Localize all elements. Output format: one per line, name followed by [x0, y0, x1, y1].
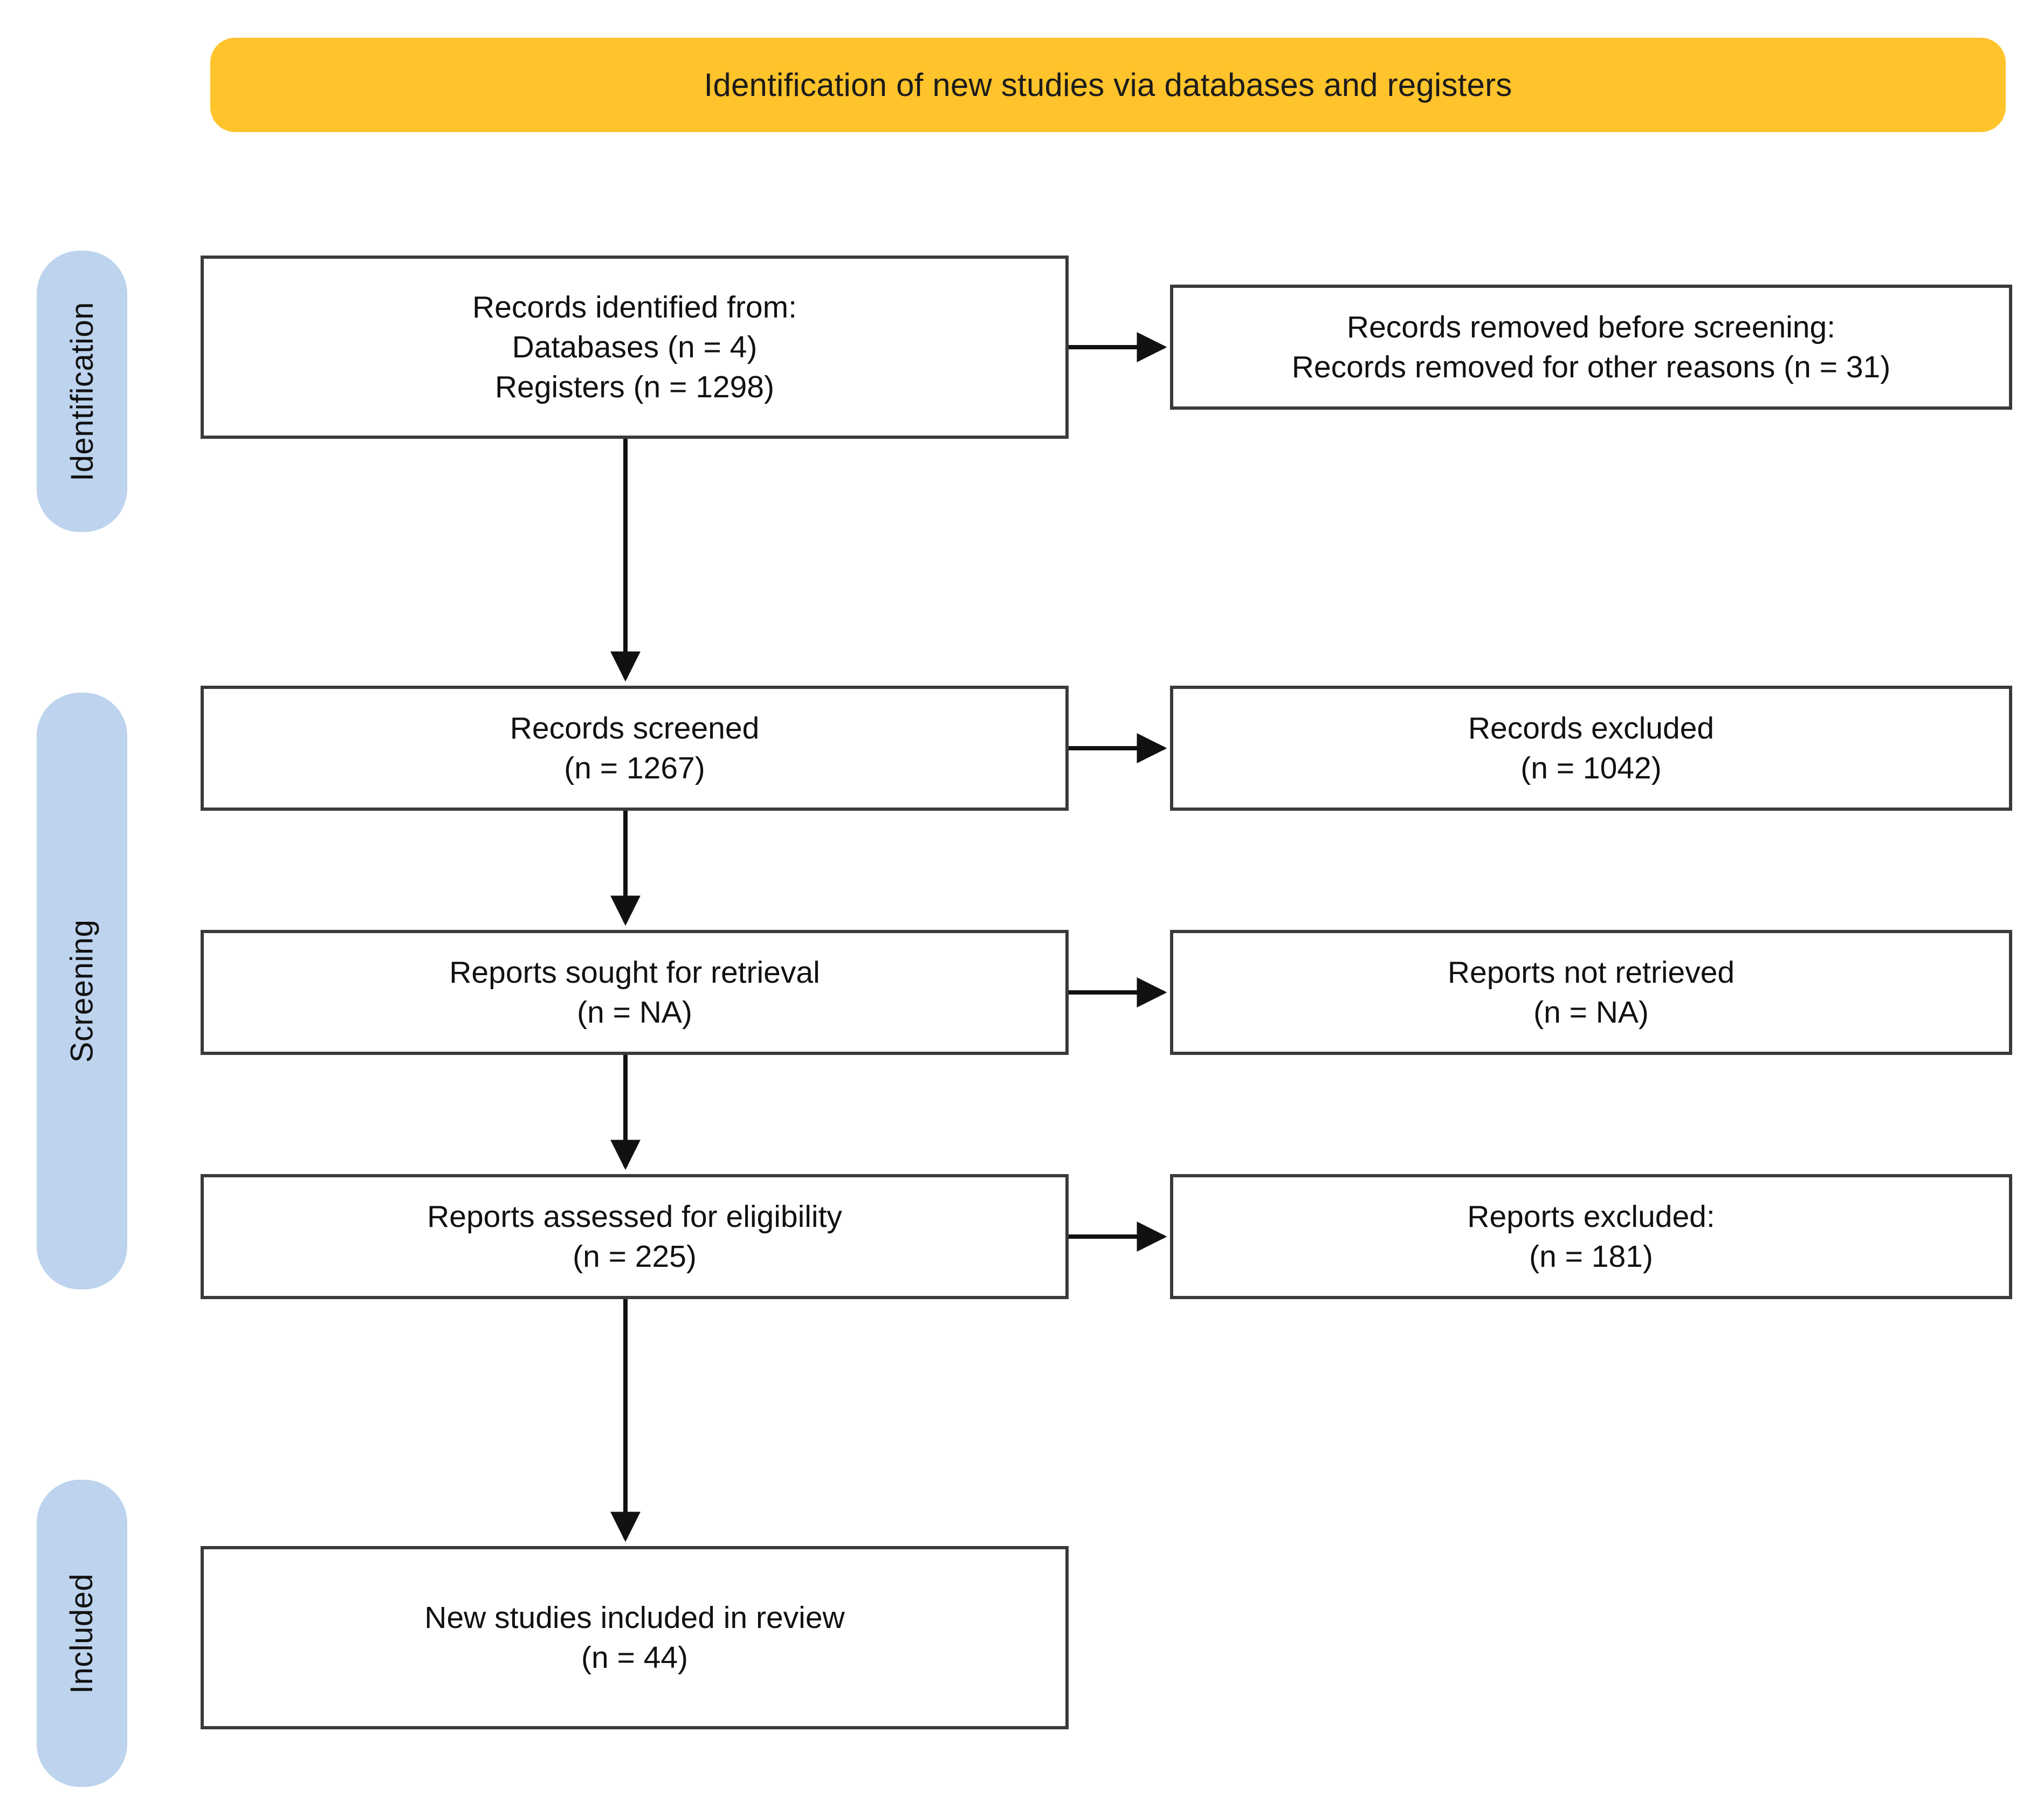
box-reports-assessed-line2: (n = 225) — [573, 1239, 697, 1274]
box-reports-not-retrieved-line2: (n = NA) — [1533, 995, 1649, 1030]
stage-label-included: Included — [37, 1480, 127, 1787]
box-records-identified-line2: Databases (n = 4) — [512, 329, 758, 364]
box-reports-sought: Reports sought for retrieval (n = NA) — [201, 930, 1069, 1055]
box-records-identified: Records identified from: Databases (n = … — [201, 256, 1069, 439]
box-records-screened-line2: (n = 1267) — [564, 751, 705, 785]
box-new-studies-included-line1: New studies included in review — [424, 1600, 845, 1635]
box-records-identified-line1: Records identified from: — [472, 289, 797, 325]
box-reports-assessed: Reports assessed for eligibility (n = 22… — [201, 1174, 1069, 1299]
box-records-removed-line1: Records removed before screening: — [1346, 309, 1836, 344]
box-new-studies-included: New studies included in review (n = 44) — [201, 1546, 1069, 1729]
box-records-excluded-line1: Records excluded — [1468, 710, 1715, 746]
stage-label-identification: Identification — [37, 251, 127, 532]
box-reports-excluded: Reports excluded: (n = 181) — [1170, 1174, 2012, 1299]
box-reports-excluded-line1: Reports excluded: — [1467, 1199, 1715, 1234]
box-reports-assessed-line1: Reports assessed for eligibility — [427, 1199, 842, 1234]
box-records-removed-line2: Records removed for other reasons (n = 3… — [1291, 350, 1891, 384]
box-records-identified-line3: Registers (n = 1298) — [494, 370, 774, 405]
box-reports-not-retrieved-line1: Reports not retrieved — [1447, 955, 1735, 990]
box-records-removed: Records removed before screening: Record… — [1170, 285, 2012, 410]
box-records-excluded-line2: (n = 1042) — [1520, 751, 1662, 785]
box-new-studies-included-line2: (n = 44) — [581, 1640, 689, 1675]
box-reports-sought-line2: (n = NA) — [577, 995, 692, 1030]
stage-label-identification-text: Identification — [64, 301, 100, 481]
stage-label-screening: Screening — [37, 693, 127, 1289]
box-reports-sought-line1: Reports sought for retrieval — [449, 955, 820, 990]
box-records-excluded: Records excluded (n = 1042) — [1170, 686, 2012, 811]
banner-identification: Identification of new studies via databa… — [210, 38, 2006, 132]
box-reports-excluded-line2: (n = 181) — [1529, 1239, 1653, 1274]
box-records-screened: Records screened (n = 1267) — [201, 686, 1069, 811]
box-records-screened-line1: Records screened — [510, 710, 760, 746]
banner-title: Identification of new studies via databa… — [704, 67, 1512, 103]
box-reports-not-retrieved: Reports not retrieved (n = NA) — [1170, 930, 2012, 1055]
stage-label-included-text: Included — [64, 1573, 100, 1694]
stage-label-screening-text: Screening — [64, 919, 100, 1063]
